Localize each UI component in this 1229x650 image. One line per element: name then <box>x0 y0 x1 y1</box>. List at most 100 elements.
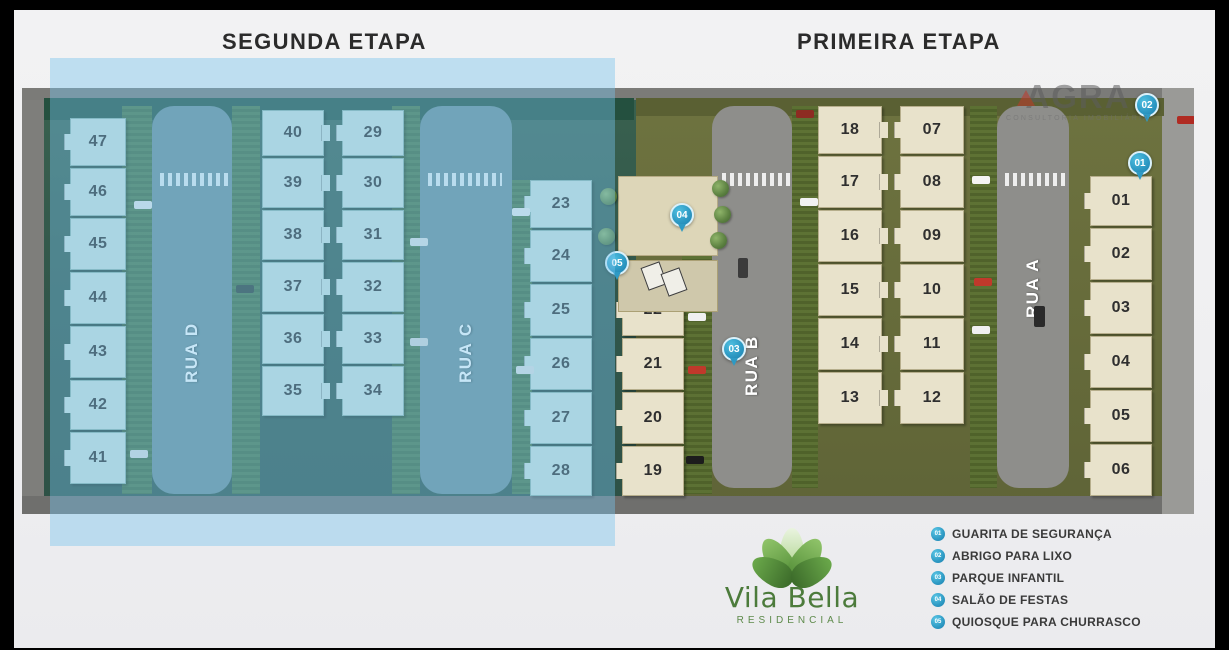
lot-36[interactable]: 36 <box>262 314 324 364</box>
crosswalk-rua-b <box>722 173 790 186</box>
lot-34[interactable]: 34 <box>342 366 404 416</box>
legend-label-02: ABRIGO PARA LIXO <box>952 549 1073 563</box>
tree-icon <box>712 180 729 197</box>
lot-30[interactable]: 30 <box>342 158 404 208</box>
legend-item-03: 03 PARQUE INFANTIL <box>931 567 1194 589</box>
legend-panel: 01 GUARITA DE SEGURANÇA 02 ABRIGO PARA L… <box>925 519 1200 637</box>
legend-item-02: 02 ABRIGO PARA LIXO <box>931 545 1194 567</box>
legend-label-05: QUIOSQUE PARA CHURRASCO <box>952 615 1141 629</box>
lot-41[interactable]: 41 <box>70 432 126 484</box>
lot-33[interactable]: 33 <box>342 314 404 364</box>
lot-11[interactable]: 11 <box>900 318 964 370</box>
salao-de-festas-building[interactable] <box>618 176 718 256</box>
legend-label-01: GUARITA DE SEGURANÇA <box>952 527 1113 541</box>
street-label-rua-c: RUA C <box>456 322 475 383</box>
tree-icon <box>710 232 727 249</box>
lot-37[interactable]: 37 <box>262 262 324 312</box>
tree-icon <box>600 188 617 205</box>
lot-02[interactable]: 02 <box>1090 228 1152 280</box>
legend-item-04: 04 SALÃO DE FESTAS <box>931 589 1194 611</box>
grass-strip-c-right <box>512 180 532 494</box>
legend-badge-02: 02 <box>931 549 945 563</box>
lot-21[interactable]: 21 <box>622 338 684 390</box>
lot-15[interactable]: 15 <box>818 264 882 316</box>
lot-10[interactable]: 10 <box>900 264 964 316</box>
lot-08[interactable]: 08 <box>900 156 964 208</box>
segunda-etapa-title: SEGUNDA ETAPA <box>222 29 427 54</box>
street-rua-c[interactable] <box>420 106 512 494</box>
lot-16[interactable]: 16 <box>818 210 882 262</box>
street-rua-a[interactable] <box>997 106 1069 488</box>
lot-27[interactable]: 27 <box>530 392 592 444</box>
lot-23[interactable]: 23 <box>530 180 592 228</box>
perimeter-road-left <box>22 88 44 506</box>
crosswalk-rua-a <box>1005 173 1067 186</box>
car-icon <box>974 278 992 286</box>
car-icon <box>738 258 748 278</box>
lot-45[interactable]: 45 <box>70 218 126 270</box>
street-rua-b[interactable] <box>712 106 792 488</box>
lot-03[interactable]: 03 <box>1090 282 1152 334</box>
lot-26[interactable]: 26 <box>530 338 592 390</box>
lot-38[interactable]: 38 <box>262 210 324 260</box>
legend-badge-01: 01 <box>931 527 945 541</box>
street-label-rua-d: RUA D <box>182 322 201 383</box>
street-rua-d[interactable] <box>152 106 232 494</box>
marker-03-parque-infantil[interactable]: 03 <box>722 337 746 366</box>
lot-24[interactable]: 24 <box>530 230 592 282</box>
car-icon <box>972 176 990 184</box>
car-icon <box>972 326 990 334</box>
lot-19[interactable]: 19 <box>622 446 684 496</box>
lot-17[interactable]: 17 <box>818 156 882 208</box>
lot-40[interactable]: 40 <box>262 110 324 156</box>
site-plan-map[interactable]: RUA D RUA C RUA B RUA A 47 46 45 44 43 4… <box>22 88 1194 514</box>
marker-02-abrigo-lixo[interactable]: 02 <box>1135 93 1159 122</box>
lotus-leaf-icon <box>742 520 842 594</box>
lot-29[interactable]: 29 <box>342 110 404 156</box>
lot-04[interactable]: 04 <box>1090 336 1152 388</box>
brand-name: Vila Bella <box>724 581 860 614</box>
lot-14[interactable]: 14 <box>818 318 882 370</box>
crosswalk-rua-d <box>160 173 228 186</box>
lot-13[interactable]: 13 <box>818 372 882 424</box>
lot-47[interactable]: 47 <box>70 118 126 166</box>
car-icon <box>800 198 818 206</box>
car-icon <box>410 238 428 246</box>
lot-32[interactable]: 32 <box>342 262 404 312</box>
lot-01[interactable]: 01 <box>1090 176 1152 226</box>
lot-42[interactable]: 42 <box>70 380 126 430</box>
grass-strip-d-right <box>232 106 260 494</box>
marker-01-guarita-seguranca[interactable]: 01 <box>1128 151 1152 180</box>
lot-25[interactable]: 25 <box>530 284 592 336</box>
lot-39[interactable]: 39 <box>262 158 324 208</box>
car-icon <box>688 366 706 374</box>
lot-07[interactable]: 07 <box>900 106 964 154</box>
lot-46[interactable]: 46 <box>70 168 126 216</box>
tree-icon <box>598 228 615 245</box>
lot-43[interactable]: 43 <box>70 326 126 378</box>
legend-badge-04: 04 <box>931 593 945 607</box>
legend-label-03: PARQUE INFANTIL <box>952 571 1065 585</box>
lot-06[interactable]: 06 <box>1090 444 1152 496</box>
lot-12[interactable]: 12 <box>900 372 964 424</box>
car-icon <box>1177 116 1194 124</box>
marker-05-quiosque-churrasco[interactable]: 05 <box>605 251 629 280</box>
lot-09[interactable]: 09 <box>900 210 964 262</box>
legend-item-05: 05 QUIOSQUE PARA CHURRASCO <box>931 611 1194 633</box>
lot-44[interactable]: 44 <box>70 272 126 324</box>
grass-strip-d-left <box>122 106 152 494</box>
marker-04-salao-de-festas[interactable]: 04 <box>670 203 694 232</box>
lot-05[interactable]: 05 <box>1090 390 1152 442</box>
lot-20[interactable]: 20 <box>622 392 684 444</box>
lot-28[interactable]: 28 <box>530 446 592 496</box>
car-icon <box>512 208 530 216</box>
legend-label-04: SALÃO DE FESTAS <box>952 593 1069 607</box>
lot-35[interactable]: 35 <box>262 366 324 416</box>
tree-icon <box>714 206 731 223</box>
lot-31[interactable]: 31 <box>342 210 404 260</box>
car-icon <box>516 366 534 374</box>
lot-18[interactable]: 18 <box>818 106 882 154</box>
car-icon <box>130 450 148 458</box>
perimeter-road-top <box>22 88 1194 100</box>
